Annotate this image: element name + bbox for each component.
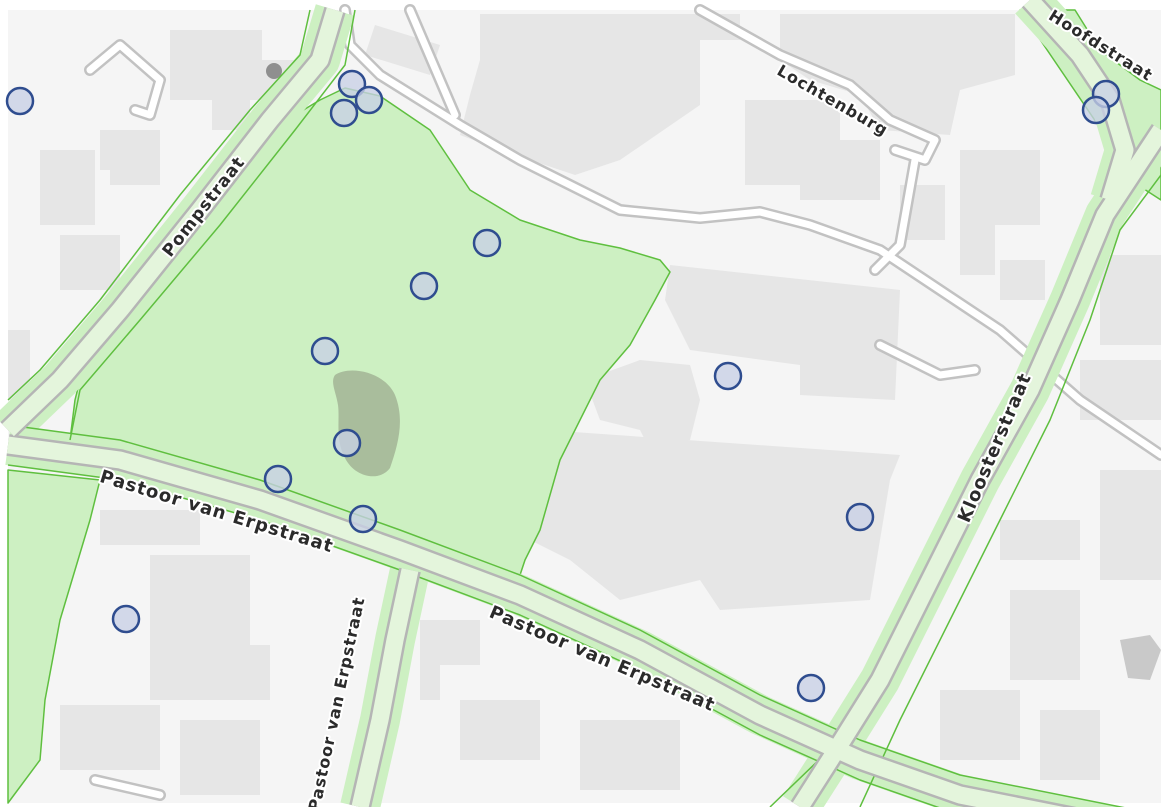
building: [1100, 470, 1161, 580]
location-marker[interactable]: [472, 228, 502, 258]
building: [460, 700, 540, 760]
building: [8, 330, 30, 400]
building: [60, 705, 160, 770]
building: [40, 150, 95, 225]
map-point-dark: [266, 63, 282, 79]
building: [585, 360, 700, 450]
building: [170, 30, 300, 130]
location-marker[interactable]: [348, 504, 378, 534]
location-marker[interactable]: [409, 271, 439, 301]
building: [365, 25, 440, 75]
building: [420, 620, 480, 700]
location-markers: [5, 69, 1121, 703]
building: [60, 235, 120, 290]
building: [780, 14, 1015, 135]
building: [1000, 520, 1080, 560]
building: [1000, 260, 1045, 300]
location-marker[interactable]: [1081, 95, 1111, 125]
green-strip-west: [7, 469, 101, 804]
location-marker[interactable]: [310, 336, 340, 366]
location-marker[interactable]: [845, 502, 875, 532]
building: [940, 690, 1020, 760]
building: [150, 555, 270, 700]
location-marker[interactable]: [796, 673, 826, 703]
buildings-layer: [8, 14, 1161, 795]
location-marker[interactable]: [5, 86, 35, 116]
location-marker[interactable]: [329, 98, 359, 128]
building: [1120, 635, 1161, 680]
building: [100, 510, 200, 545]
location-marker[interactable]: [263, 464, 293, 494]
building: [665, 265, 900, 400]
building: [1100, 255, 1161, 345]
building: [1010, 590, 1080, 680]
building: [745, 100, 880, 200]
building: [1080, 360, 1161, 420]
building: [180, 720, 260, 795]
location-marker[interactable]: [713, 361, 743, 391]
building: [1040, 710, 1100, 780]
location-marker[interactable]: [354, 85, 384, 115]
location-marker[interactable]: [111, 604, 141, 634]
minor-streets: [84, 4, 1161, 801]
building: [460, 14, 740, 175]
building: [100, 130, 160, 185]
building: [580, 720, 680, 790]
building: [530, 430, 900, 610]
location-marker[interactable]: [332, 428, 362, 458]
building: [960, 150, 1040, 275]
